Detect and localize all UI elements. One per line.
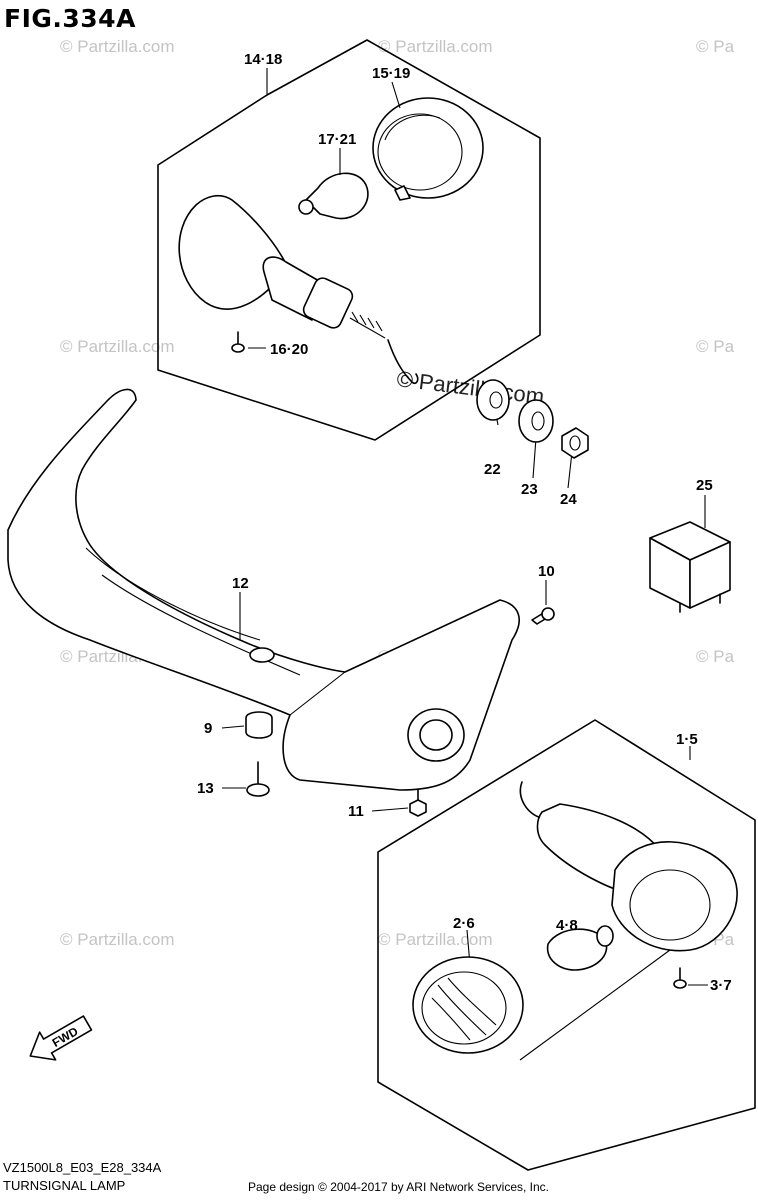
lamp-wire — [387, 339, 419, 385]
bracket-hole — [249, 647, 275, 663]
callout-1-5: 1·5 — [676, 731, 698, 748]
watermark: © Partzilla.com — [60, 37, 175, 56]
mounting-hardware — [476, 379, 589, 459]
watermark: © Pa — [696, 37, 735, 56]
watermark: © Partzilla.com — [378, 930, 493, 949]
lamp-housing — [178, 194, 286, 310]
callout-23: 23 — [521, 481, 538, 498]
rubber-washer — [476, 379, 510, 421]
flat-washer — [518, 399, 554, 443]
callout-16-20: 16·20 — [270, 341, 308, 358]
lamp-wire-lower — [519, 781, 543, 819]
callout-25: 25 — [696, 477, 713, 494]
relay-right-side — [689, 541, 731, 609]
lens-lower-rim — [421, 971, 507, 1045]
turnsignal-bracket — [7, 388, 520, 791]
lower-turnsignal-assembly[interactable] — [377, 719, 756, 1171]
screw-3-head — [673, 979, 687, 989]
forward-direction-arrow: FWD — [29, 1015, 93, 1061]
turnsignal-relay — [649, 521, 731, 613]
lens-upper-tab — [394, 185, 411, 201]
callout-17-21: 17·21 — [318, 131, 356, 148]
upper-turnsignal-assembly[interactable] — [157, 39, 541, 441]
assembly-frame-upper — [157, 39, 541, 441]
watermark-center: © Partzilla.com — [395, 366, 545, 409]
hex-nut-hole — [569, 435, 581, 451]
hex-nut — [561, 427, 589, 459]
callout-13: 13 — [197, 780, 214, 797]
model-code: VZ1500L8_E03_E28_334A — [3, 1160, 162, 1175]
watermark: © Partzilla.com — [60, 337, 175, 356]
callout-3-7: 3·7 — [710, 977, 732, 994]
threaded-stud — [349, 317, 386, 339]
callout-14-18: 14·18 — [244, 51, 282, 68]
watermark: © Pa — [696, 647, 735, 666]
callout-2-6: 2·6 — [453, 915, 475, 932]
lens-lower — [412, 956, 524, 1054]
copyright-notice: Page design © 2004-2017 by ARI Network S… — [248, 1180, 550, 1194]
bulb-lower — [546, 928, 608, 971]
callout-labels: 14·18 15·19 17·21 16·20 22 23 24 25 12 1… — [197, 51, 732, 994]
bracket-fasteners — [245, 607, 555, 817]
grommet-9 — [245, 711, 273, 739]
callout-11: 11 — [348, 803, 364, 820]
flat-washer-hole — [531, 411, 545, 431]
watermark: © Pa — [696, 337, 735, 356]
section-title: TURNSIGNAL LAMP — [3, 1178, 126, 1193]
lens-upper-detail — [384, 114, 441, 141]
bulb-base-lower — [596, 925, 614, 947]
lens-lower-pattern — [431, 977, 497, 1041]
watermark: © Partzilla.com — [60, 930, 175, 949]
bulb-upper — [305, 172, 369, 220]
assembly-frame-lower — [377, 719, 756, 1171]
bolt-13-head — [246, 783, 270, 797]
callout-12: 12 — [232, 575, 249, 592]
bolt-11-head — [409, 799, 427, 817]
bracket-lamp-hole — [419, 719, 453, 751]
callout-4-8: 4·8 — [556, 917, 578, 934]
figure-number: FIG.334A — [4, 4, 136, 33]
screw-head — [231, 343, 245, 353]
callout-22: 22 — [484, 461, 501, 478]
lamp-stem — [302, 277, 354, 329]
fwd-arrow-shape — [29, 1015, 93, 1061]
lamp-housing-lower — [611, 841, 738, 952]
callout-9: 9 — [204, 720, 212, 737]
callout-15-19: 15·19 — [372, 65, 410, 82]
bulb-base-upper — [298, 199, 314, 215]
lens-upper-rim — [377, 113, 463, 191]
callout-24: 24 — [560, 491, 577, 508]
callout-10: 10 — [538, 563, 555, 580]
lens-upper — [372, 97, 484, 199]
rubber-washer-hole — [489, 391, 503, 409]
stud-threads — [351, 311, 383, 332]
watermark: © Partzilla.com — [378, 37, 493, 56]
bracket-edges — [85, 547, 346, 716]
lamp-housing-lower-rim — [629, 869, 711, 941]
bracket-body — [7, 388, 520, 791]
